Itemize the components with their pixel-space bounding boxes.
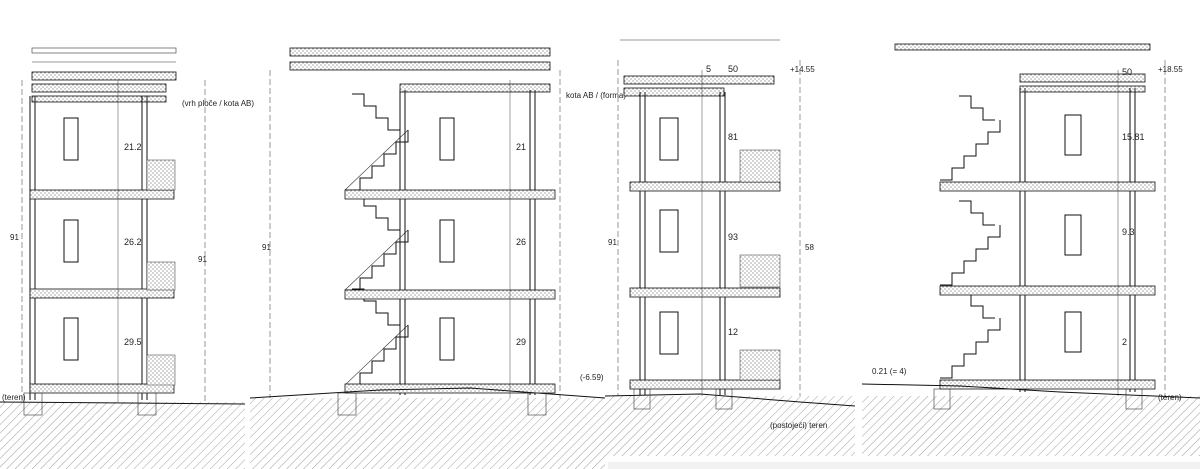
ground-line [604, 393, 856, 407]
dim-label: 12 [728, 327, 738, 337]
dim-label: 50 [728, 64, 738, 74]
window [659, 209, 679, 253]
floor-slab [29, 189, 175, 200]
dim-label: 21 [516, 142, 526, 152]
level-note: (vrh ploče / kota AB) [182, 99, 254, 108]
roof-slab [31, 71, 177, 81]
window [1064, 311, 1082, 353]
dim-label: 29 [516, 337, 526, 347]
window [1064, 114, 1082, 156]
floor-slab [29, 383, 175, 394]
floor-slab [344, 189, 556, 200]
floor-slab [629, 287, 781, 298]
floor-slab [939, 285, 1156, 296]
dim-label: 26.2 [124, 237, 142, 247]
floor-slab [629, 181, 781, 192]
staircase [940, 95, 1001, 379]
level-note: kota AB / (forma) [566, 91, 626, 100]
floor-slab [939, 379, 1156, 390]
ground-note: (teren) [1158, 393, 1182, 402]
dim-label: 21.2 [124, 142, 142, 152]
level-mark: 0.21 (= 4) [872, 367, 907, 376]
floor-slab [344, 289, 556, 300]
overall-dim: 91 [262, 243, 271, 252]
level-mark: (-6.59) [580, 373, 604, 382]
ground-line [0, 401, 246, 405]
window [63, 219, 79, 263]
section-2: 21 26 29 91 kota AB / (forma) [249, 47, 626, 469]
ground-note: (teren) [2, 393, 26, 402]
ground-note: (postojeći) teren [770, 421, 827, 430]
window [659, 311, 679, 355]
window [439, 117, 455, 161]
section-3: 50 5 81 93 12 91 58 +14.55 (-6.59) (post… [580, 39, 856, 456]
floor-slab [29, 288, 175, 299]
overall-dim: 91 [608, 238, 617, 247]
ground-hatch [0, 402, 245, 469]
dim-label: 26 [516, 237, 526, 247]
overall-dim: 91 [10, 233, 19, 242]
dim-label: 2 [1122, 337, 1127, 347]
dim-label: 5 [706, 64, 711, 74]
level-mark: +18.55 [1158, 65, 1183, 74]
roof-slab [399, 83, 551, 93]
window [659, 117, 679, 161]
section-4: 50 15.81 9.3 2 +18.55 0.21 (= 4) (teren) [861, 43, 1200, 456]
ground-hatch [605, 396, 855, 456]
level-mark: +14.55 [790, 65, 815, 74]
overall-dim: 91 [198, 255, 207, 264]
dim-label: 15.81 [1122, 132, 1145, 142]
staircase [344, 93, 409, 386]
dim-label: 50 [1122, 67, 1132, 77]
roof-slab [1019, 73, 1146, 83]
roof-parapet [289, 47, 551, 57]
dim-label: 29.5 [124, 337, 142, 347]
roof-parapet [894, 43, 1151, 51]
dim-label: 93 [728, 232, 738, 242]
balcony-railing [146, 159, 176, 386]
floor-slab [629, 379, 781, 390]
window [1064, 214, 1082, 256]
window [63, 117, 79, 161]
dim-label: 9.3 [1122, 227, 1135, 237]
ground-hatch [862, 396, 1200, 456]
floor-slab [939, 181, 1156, 192]
window [63, 317, 79, 361]
overall-dim: 58 [805, 243, 814, 252]
roof-slab [623, 75, 775, 85]
bottom-strip [608, 462, 1200, 469]
window [439, 317, 455, 361]
dim-label: 81 [728, 132, 738, 142]
parapet [31, 47, 177, 54]
balcony-railing [739, 149, 781, 381]
section-1: 21.2 26.2 29.5 15 91 91 (vrh ploče / kot… [0, 47, 254, 469]
window [439, 219, 455, 263]
ground-line [861, 383, 1200, 399]
ground-hatch [250, 398, 605, 469]
